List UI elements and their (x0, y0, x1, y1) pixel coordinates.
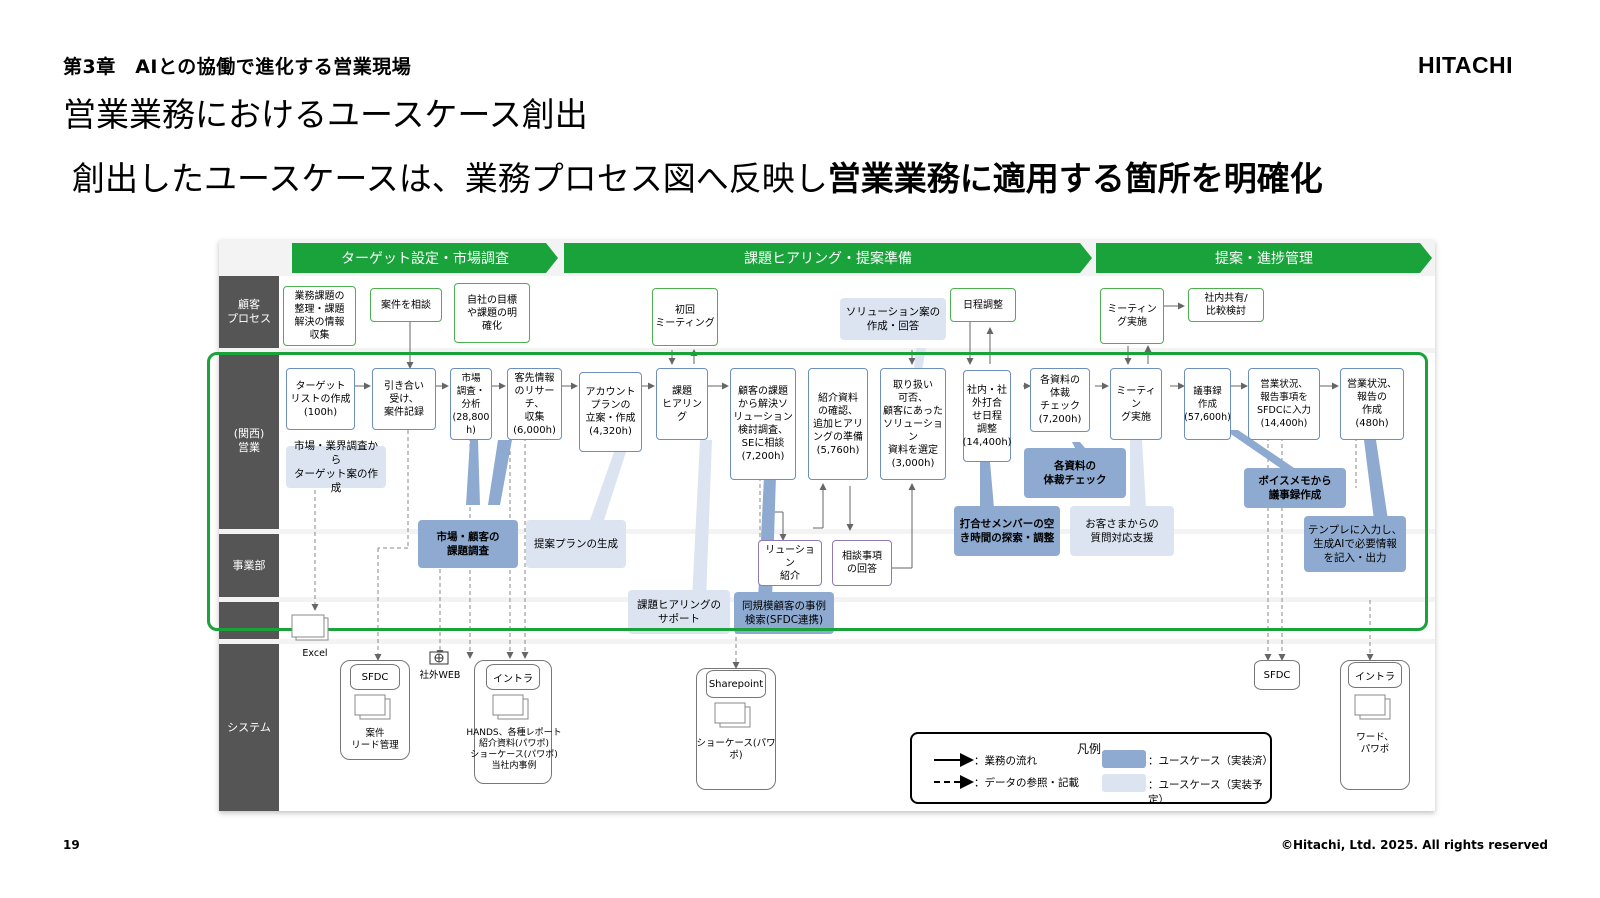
sfdc-doc-label: 案件 リード管理 (351, 728, 399, 751)
sales-step-client-research: 客先情報 のリサーチ、 収集 (6,000h) (507, 368, 562, 440)
intranet-doc-label: HANDS、各種レポート 紹介資料(パワポ) ショーケース(パワポ) 当社内事例 (466, 728, 562, 771)
intranet-cylinder-2: イントラ (1348, 662, 1402, 688)
usecase-planned-hearing-support: 課題ヒアリングの サポート (628, 590, 730, 634)
customer-step-scheduling: 日程調整 (950, 288, 1016, 322)
phase-hearing-proposal: 課題ヒアリング・提案準備 (564, 243, 1092, 273)
legend-flow-label: ：業務の流れ (974, 755, 1037, 767)
intranet-doc-icon (490, 694, 534, 722)
sales-step-solution-study: 顧客の課題 から解決ソ リューション 検討調査、 SEに相談 (7,200h) (730, 368, 796, 480)
legend: 凡例 ：業務の流れ ：データの参照・記載 ：ユースケース（実装済） ：ユースケー… (910, 732, 1273, 806)
division-step-solution-intro: リューション 紹介 (758, 540, 822, 586)
legend-impl-label: ：ユースケース（実装済） (1148, 755, 1273, 767)
copyright: ©Hitachi, Ltd. 2025. All rights reserved (1280, 838, 1548, 852)
customer-step-solution-proposal: ソリューション案の 作成・回答 (840, 298, 946, 340)
phase-proposal-progress: 提案・進捗管理 (1096, 243, 1432, 273)
usecase-impl-schedule-finder: 打合せメンバーの空 き時間の探索・調整 (954, 506, 1060, 556)
sales-step-hearing: 課題 ヒアリング (656, 368, 708, 440)
intranet2-doc-icon (1352, 694, 1396, 722)
sharepoint-doc-label: ショーケース(パワポ) (696, 738, 776, 761)
subtitle-plain: 創出したユースケースは、業務プロセス図へ反映し (72, 159, 828, 198)
usecase-impl-market-research: 市場・顧客の 課題調査 (418, 520, 518, 568)
page-subtitle: 創出したユースケースは、業務プロセス図へ反映し営業業務に適用する箇所を明確化 (72, 152, 1323, 200)
phase-target-market: ターゲット設定・市場調査 (292, 243, 558, 273)
legend-plan-swatch (1102, 774, 1146, 792)
page-title: 営業業務におけるユースケース創出 (63, 95, 588, 134)
lane-label-sales: (関西) 営業 (219, 353, 279, 529)
sales-step-target-list: ターゲット リストの作成 (100h) (286, 368, 355, 430)
customer-step-info-gathering: 業務課題の 整理・課題 解決の情報 収集 (283, 286, 356, 346)
usecase-impl-case-search: 同規模顧客の事例 検索(SFDC連携) (734, 592, 834, 634)
usecase-planned-question-support: お客さまからの 質問対応支援 (1070, 506, 1174, 556)
lane-label-customer: 顧客 プロセス (219, 276, 279, 348)
sharepoint-doc-icon (712, 702, 756, 730)
sales-step-market-research: 市場 調査・ 分析 (28,800 h) (450, 368, 492, 440)
lane-label-system: システム (219, 644, 279, 811)
customer-step-internal-share: 社内共有/ 比較検討 (1188, 288, 1264, 322)
subtitle-bold: 営業業務に適用する箇所を明確化 (827, 159, 1323, 198)
legend-impl-swatch (1102, 750, 1146, 768)
legend-lines (934, 753, 974, 789)
customer-step-consult: 案件を相談 (370, 288, 442, 322)
legend-ref-label: ：データの参照・記載 (974, 777, 1079, 789)
sales-step-schedule-adjust: 社内・社 外打合 せ日程 調整 (14,400h) (962, 370, 1012, 462)
sfdc-cylinder-1: SFDC (350, 664, 400, 690)
customer-step-meeting: ミーティン グ実施 (1100, 288, 1164, 344)
sales-step-meeting: ミーティン グ実施 (1110, 368, 1162, 440)
usecase-impl-genai-template: テンプレに入力し、 生成AIで必要情報 を記入・出力 (1304, 516, 1406, 572)
intranet-cylinder-1: イントラ (486, 664, 540, 690)
hitachi-logo: HITACHI (1418, 52, 1514, 78)
sales-step-inquiry: 引き合い 受け、 案件記録 (372, 368, 436, 430)
intranet2-doc-label: ワード、 パワポ (1356, 732, 1394, 755)
sfdc-doc-icon (352, 694, 396, 722)
usecase-planned-proposal-plan: 提案プランの生成 (526, 520, 626, 568)
legend-title: 凡例 (1077, 742, 1102, 756)
legend-plan-label: ：ユースケース（実装予定） (1148, 779, 1263, 806)
lane-label-blank (219, 602, 279, 639)
sales-step-minutes: 議事録 作成 (57,600h) (1184, 368, 1231, 440)
division-step-answer: 相談事項 の回答 (832, 540, 892, 586)
web-globe-icon (428, 650, 450, 666)
sales-step-account-plan: アカウント プランの 立案・作成 (4,320h) (579, 372, 642, 452)
sales-step-report: 営業状況、 報告の 作成 (480h) (1340, 368, 1404, 440)
web-label: 社外WEB (419, 670, 461, 681)
ai-applicable-area-outline (207, 352, 1428, 631)
sales-step-solution-select: 取り扱い 可否、 顧客にあった ソリューション 資料を選定 (3,000h) (880, 368, 946, 480)
lane-label-division: 事業部 (219, 534, 279, 597)
usecase-impl-format-check: 各資料の 体裁チェック (1024, 448, 1126, 498)
page-number: 19 (63, 838, 80, 852)
sfdc-cylinder-2: SFDC (1254, 660, 1300, 690)
customer-step-goals: 自社の目標 や課題の明 確化 (454, 283, 530, 343)
sales-step-format-check: 各資料の 体裁 チェック (7,200h) (1030, 368, 1090, 432)
usecase-impl-voice-minutes: ボイスメモから 議事録作成 (1244, 468, 1346, 508)
sales-step-sfdc-input: 営業状況、 報告事項を SFDCに入力 (14,400h) (1248, 368, 1320, 440)
chapter-label: 第3章 AIとの協働で進化する営業現場 (63, 56, 412, 78)
lane-bg-extra (279, 602, 1435, 639)
sharepoint-cylinder: Sharepoint (706, 670, 766, 698)
excel-label: Excel (302, 648, 328, 659)
excel-doc-icon (290, 614, 334, 642)
customer-step-first-meeting: 初回 ミーティング (652, 288, 718, 346)
sales-step-material-check: 紹介資料 の確認、 追加ヒアリ ングの準備 (5,760h) (808, 368, 868, 480)
